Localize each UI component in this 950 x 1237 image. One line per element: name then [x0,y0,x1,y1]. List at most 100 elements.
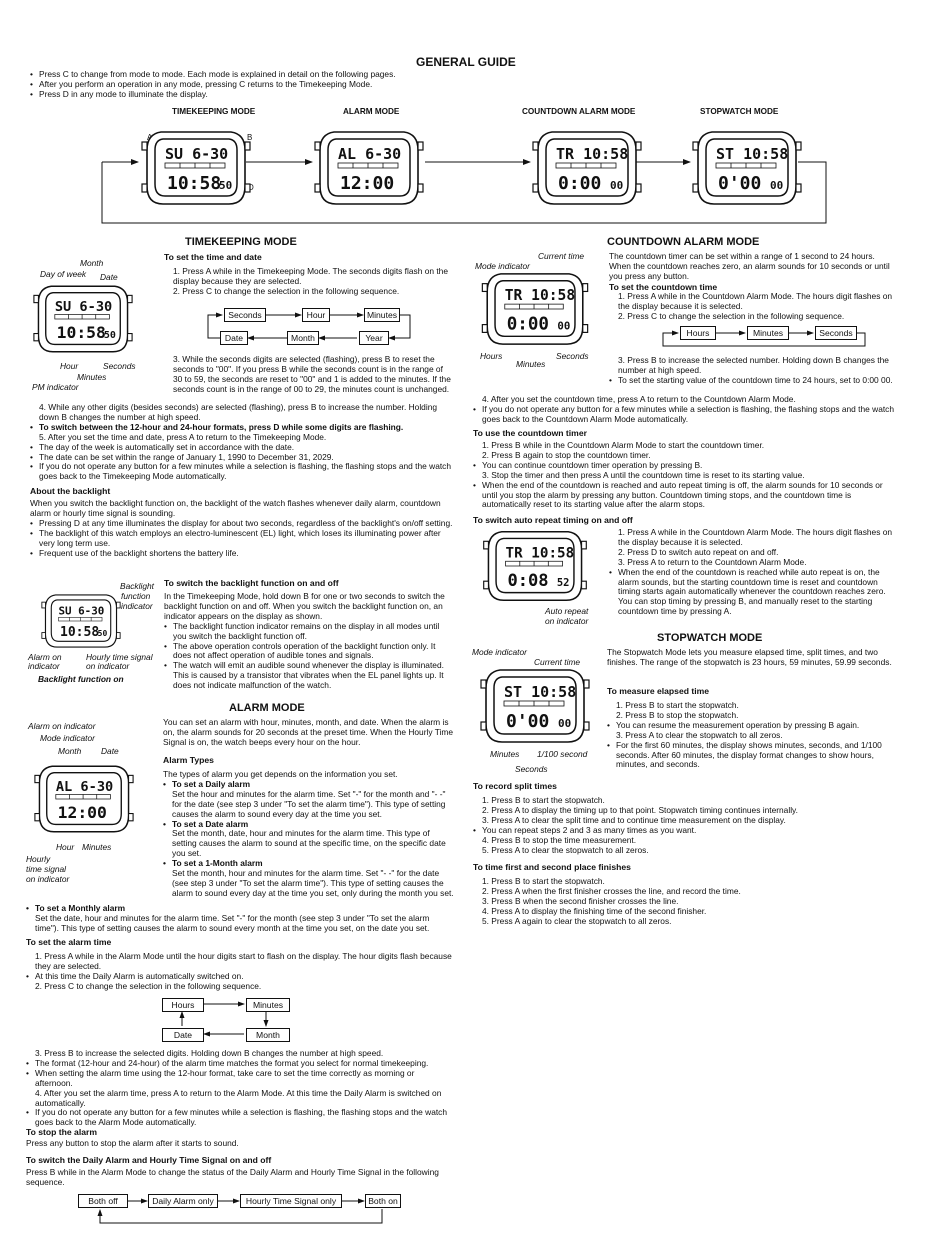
intro-list: Press C to change from mode to mode. Eac… [30,69,790,100]
bullet-item: You can continue countdown timer operati… [473,460,899,471]
step-item: 3. Press B when the second finisher cros… [482,895,679,906]
label-seconds: Seconds [515,764,548,774]
seq-both-on: Both on [365,1194,401,1208]
display-top-text: SU 6-30 [165,145,228,163]
display-top-text: TR 10:58 [506,545,575,561]
intro-item: Press D in any mode to illuminate the di… [30,89,790,100]
cd-auto-list: 1. Press A while in the Countdown Alarm … [609,527,899,618]
bullet-item: If you do not operate any button for a f… [473,404,899,425]
label-minutes: Minutes [77,372,107,382]
step-item: 3. Press A to return to the Countdown Al… [618,556,807,567]
alarm-type-1month: To set a 1-Month alarm [163,858,454,869]
bullet-item: You can resume the measurement operation… [607,720,899,731]
label-function: function [121,591,151,601]
label-minutes: Minutes [490,749,520,759]
sw-elapsed-heading: To measure elapsed time [607,686,710,696]
display-seconds-text: 50 [98,629,108,638]
backlight-text-block: When you switch the backlight function o… [30,498,454,558]
display-main-text: 10:58 [57,323,106,342]
alarm-switch-arrows [97,1198,383,1224]
label-hour: Hour [60,361,79,371]
alarm-set-heading: To set the alarm time [26,937,112,947]
alarm-type-daily-text: Set the hour and minutes for the alarm t… [172,788,446,819]
label-alarm-on: Alarm on [28,652,62,662]
sw-finish-list: 1. Press B to start the stopwatch.2. Pre… [473,876,899,927]
label-time-signal: time signal [26,864,67,874]
display-main-text: 0:08 [507,571,548,591]
label-hundredth: 1/100 second [537,749,588,759]
alarm-stop-heading: To stop the alarm [26,1127,97,1137]
alarm-type-date: To set a Date alarm [163,819,454,830]
label-current-time: Current time [534,657,581,667]
step-item: 1. Press B to start the stopwatch. [482,876,605,886]
display-main-text: 10:58 [60,625,99,640]
countdown-heading: COUNTDOWN ALARM MODE [607,236,760,248]
sw-split-list: 1. Press B to start the stopwatch.2. Pre… [473,795,899,855]
display-seconds-text: 00 [610,179,623,192]
tk-bullet: The date can be set within the range of … [30,452,454,463]
backlight-heading: About the backlight [30,486,111,496]
label-indicator: indicator [28,661,60,671]
step-item: 3. Press A to clear the stopwatch to all… [616,729,783,740]
mode-caption-timekeeping: TIMEKEEPING MODE [172,107,256,116]
mode-caption-stopwatch: STOPWATCH MODE [700,107,779,116]
step-item: 2. Press A when the first finisher cross… [482,885,741,896]
step-item: 5. Press A to clear the stopwatch to all… [482,844,649,855]
label-date: Date [100,272,118,282]
seq-date: Date [162,1028,204,1042]
alarm-heading: ALARM MODE [229,702,305,714]
label-day-of-week: Day of week [40,269,87,279]
label-on-indicator: on indicator [86,661,130,671]
cd-set-heading: To set the countdown time [609,282,718,292]
auto-repeat-watch-diagram: TR 10:58 0:08 52 [483,531,587,601]
alarm-type-date-text: Set the month, date, hour and minutes fo… [172,828,446,859]
display-main-text: 0'00 [718,173,761,194]
step-item: 3. Press B to increase the selected digi… [35,1048,384,1058]
alarm-switch-text: Press B while in the Alarm Mode to chang… [26,1167,439,1187]
step-item: 3. Stop the timer and then press A until… [482,469,805,480]
tk-steps-b0: 3. While the seconds digits are selected… [164,354,454,395]
bl-switch-bullet: The above operation controls operation o… [164,641,454,662]
display-top-text: SU 6-30 [59,604,105,617]
label-hours: Hours [480,351,503,361]
cd-set-a: 1. Press A while in the Countdown Alarm … [609,291,899,322]
label-date: Date [101,746,119,756]
mode-caption-alarm: ALARM MODE [343,107,400,116]
label-pm-indicator: PM indicator [32,382,79,392]
bl-switch-text: In the Timekeeping Mode, hold down B for… [164,591,445,621]
alarm-set-list: 1. Press A while in the Alarm Mode until… [26,951,454,992]
display-top-text: ST 10:58 [504,683,576,701]
label-month: Month [80,258,104,268]
step-item: 2. Press C to change the selection in th… [35,980,262,991]
seq-hourly-only: Hourly Time Signal only [240,1194,342,1208]
display-seconds-text: 00 [770,179,783,192]
bullet-item: At this time the Daily Alarm is automati… [26,971,454,982]
alarm-intro: You can set an alarm with hour, minutes,… [163,717,454,747]
step-item: 1. Press A while in the Countdown Alarm … [618,527,893,547]
alarm-type-1month-text: Set the month, hour and minutes for the … [172,868,454,898]
display-seconds-text: 00 [558,717,571,730]
step-item: 1. Press B to start the stopwatch. [616,700,739,710]
sw-finish-heading: To time first and second place finishes [473,862,631,872]
cd-step: 1. Press A while in the Countdown Alarm … [618,291,893,311]
label-seconds: Seconds [103,361,136,371]
intro-item: After you perform an operation in any mo… [30,79,790,90]
tk-step: 2. Press C to change the selection in th… [173,285,400,296]
step-item: 4. Press B to stop the time measurement. [482,834,637,845]
step-item: 4. Press A to display the finishing time… [482,905,707,916]
cd-set-b: 3. Press B to increase the selected numb… [609,355,899,386]
label-alarm-on-indicator: Alarm on indicator [28,721,96,731]
step-item: 2. Press D to switch auto repeat on and … [618,546,779,557]
backlight-bullet: Pressing D at any time illuminates the d… [30,518,454,529]
backlight-caption: Backlight function on [38,674,124,684]
display-seconds-text: 52 [557,577,570,589]
label-hourly: Hourly [26,854,51,864]
bullet-item: When the end of the countdown is reached… [609,567,899,618]
step-item: 2. Press B again to stop the countdown t… [482,449,651,460]
stopwatch-heading: STOPWATCH MODE [657,632,763,644]
